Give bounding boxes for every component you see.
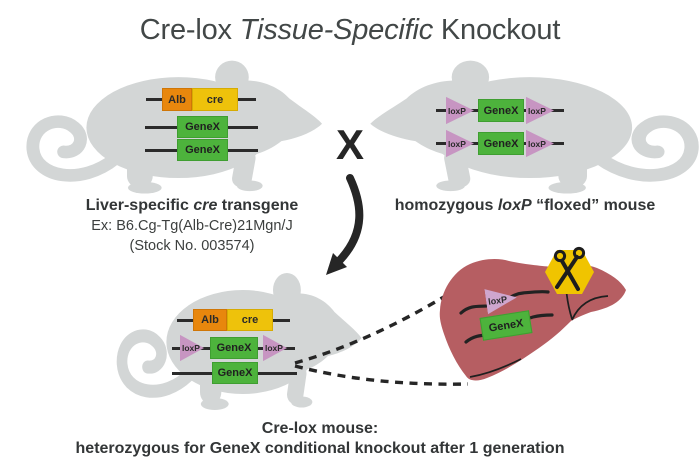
floxed-allele-construct: loxP GeneX loxP	[172, 334, 295, 363]
loxp-site: loxP	[446, 129, 474, 158]
genex-gene-box: GeneX	[210, 337, 258, 359]
offspring-caption-line2: heterozygous for GeneX conditional knock…	[75, 440, 565, 457]
floxed-parent-caption-line1: homozygous loxP “floxed” mouse	[356, 196, 694, 216]
genex-allele-construct: GeneX	[145, 116, 258, 138]
caption-italic: cre	[193, 197, 218, 214]
floxed-allele-construct: loxP GeneX loxP	[436, 129, 564, 158]
floxed-mouse-silhouette	[370, 61, 691, 194]
title-italic: Tissue-Specific	[239, 14, 434, 46]
scissors-icon	[553, 246, 586, 291]
offspring-arrow	[336, 174, 364, 264]
breeding-cross-symbol: X	[335, 121, 364, 168]
caption-text: Liver-specific	[85, 197, 194, 214]
genex-gene-box: GeneX	[478, 99, 524, 122]
cre-parent-example-line: Ex: B6.Cg-Tg(Alb-Cre)21Mgn/J	[91, 218, 293, 234]
scissors-blade-right	[555, 255, 579, 289]
caption-text: homozygous	[394, 197, 498, 214]
cre-transgene-construct: Alb cre	[177, 309, 290, 331]
genex-gene-box: GeneX	[478, 132, 524, 155]
cre-parent-caption-line1: Liver-specific cre transgene	[30, 196, 354, 216]
cre-parent-caption: Liver-specific cre transgene Ex: B6.Cg-T…	[30, 196, 354, 256]
alb-promoter-box: Alb	[162, 88, 192, 111]
page-title: Cre-lox Tissue-Specific Knockout	[0, 14, 700, 47]
loxp-site: loxP	[446, 96, 474, 125]
caption-text: transgene	[217, 197, 299, 214]
offspring-caption: Cre-lox mouse: heterozygous for GeneX co…	[0, 419, 640, 459]
floxed-allele-construct: loxP GeneX loxP	[436, 96, 564, 125]
offspring-arrowhead	[326, 253, 347, 275]
caption-text: “floxed” mouse	[531, 197, 656, 214]
title-prefix: Cre-lox	[139, 14, 240, 46]
caption-italic: loxP	[497, 197, 532, 214]
liver-shape	[439, 259, 626, 381]
genex-allele-construct: GeneX	[145, 139, 258, 161]
genex-gene-box: GeneX	[177, 139, 228, 161]
genex-allele-construct: GeneX	[172, 362, 297, 384]
cre-gene-box: cre	[227, 309, 273, 331]
loxp-site: loxP	[263, 334, 287, 362]
title-suffix: Knockout	[433, 14, 561, 46]
scissors-blade-left	[560, 259, 580, 291]
alb-promoter-box: Alb	[193, 309, 227, 331]
loxp-site: loxP	[526, 96, 554, 125]
scissors-handle-left	[553, 249, 567, 263]
genex-gene-box: GeneX	[212, 362, 258, 384]
loxp-site: loxP	[526, 129, 554, 158]
cre-parent-stock-line: (Stock No. 003574)	[129, 238, 255, 254]
liver-lobe-line-3	[469, 358, 522, 378]
cre-transgene-construct: Alb cre	[146, 88, 256, 111]
liver-lobe-line-2	[571, 295, 609, 321]
genex-gene-box: GeneX	[177, 116, 228, 138]
callout-dash-lower	[294, 364, 469, 386]
scissors-handle-right	[572, 246, 586, 260]
offspring-caption-line1: Cre-lox mouse:	[261, 420, 379, 437]
loxp-site: loxP	[180, 334, 204, 362]
floxed-parent-caption: homozygous loxP “floxed” mouse	[356, 196, 694, 216]
cre-gene-box: cre	[192, 88, 238, 111]
callout-dash-upper	[294, 290, 453, 365]
